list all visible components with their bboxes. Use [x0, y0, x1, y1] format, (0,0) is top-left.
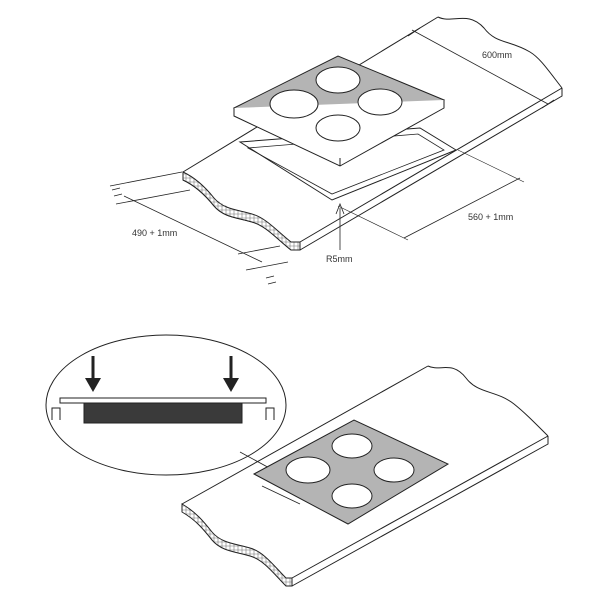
depth-label: 490 + 1mm: [132, 228, 177, 238]
cooking-zone: [315, 66, 361, 94]
down-arrow-icon: [85, 356, 101, 392]
radius-callout: R5mm: [326, 202, 353, 264]
cutout-view: 600mm 490 + 1mm 560 + 1mm R5mm: [109, 16, 563, 285]
hob-raised: [232, 55, 446, 167]
cooking-zone: [315, 114, 361, 142]
installed-view: [45, 334, 549, 587]
worktop-installed: [181, 365, 549, 587]
cooking-zone: [357, 88, 403, 116]
dimension-cutout: 560 + 1mm: [337, 149, 525, 241]
cooking-zone: [285, 456, 331, 484]
cooking-zone: [331, 483, 373, 509]
worktop-top: [182, 16, 563, 251]
cooking-zone: [373, 457, 415, 483]
dimension-width: 600mm: [407, 27, 555, 109]
dimension-depth: 490 + 1mm: [109, 171, 289, 285]
cutout-label: 560 + 1mm: [468, 212, 513, 222]
radius-label: R5mm: [326, 254, 353, 264]
hob-glass-plate: [59, 397, 267, 404]
hob-installed: [252, 419, 450, 525]
cooking-zone: [269, 89, 319, 119]
width-label: 600mm: [482, 50, 512, 60]
cooking-zone: [331, 433, 373, 459]
detail-bubble: [45, 334, 287, 477]
down-arrow-icon: [223, 356, 239, 392]
hob-body: [83, 402, 243, 424]
